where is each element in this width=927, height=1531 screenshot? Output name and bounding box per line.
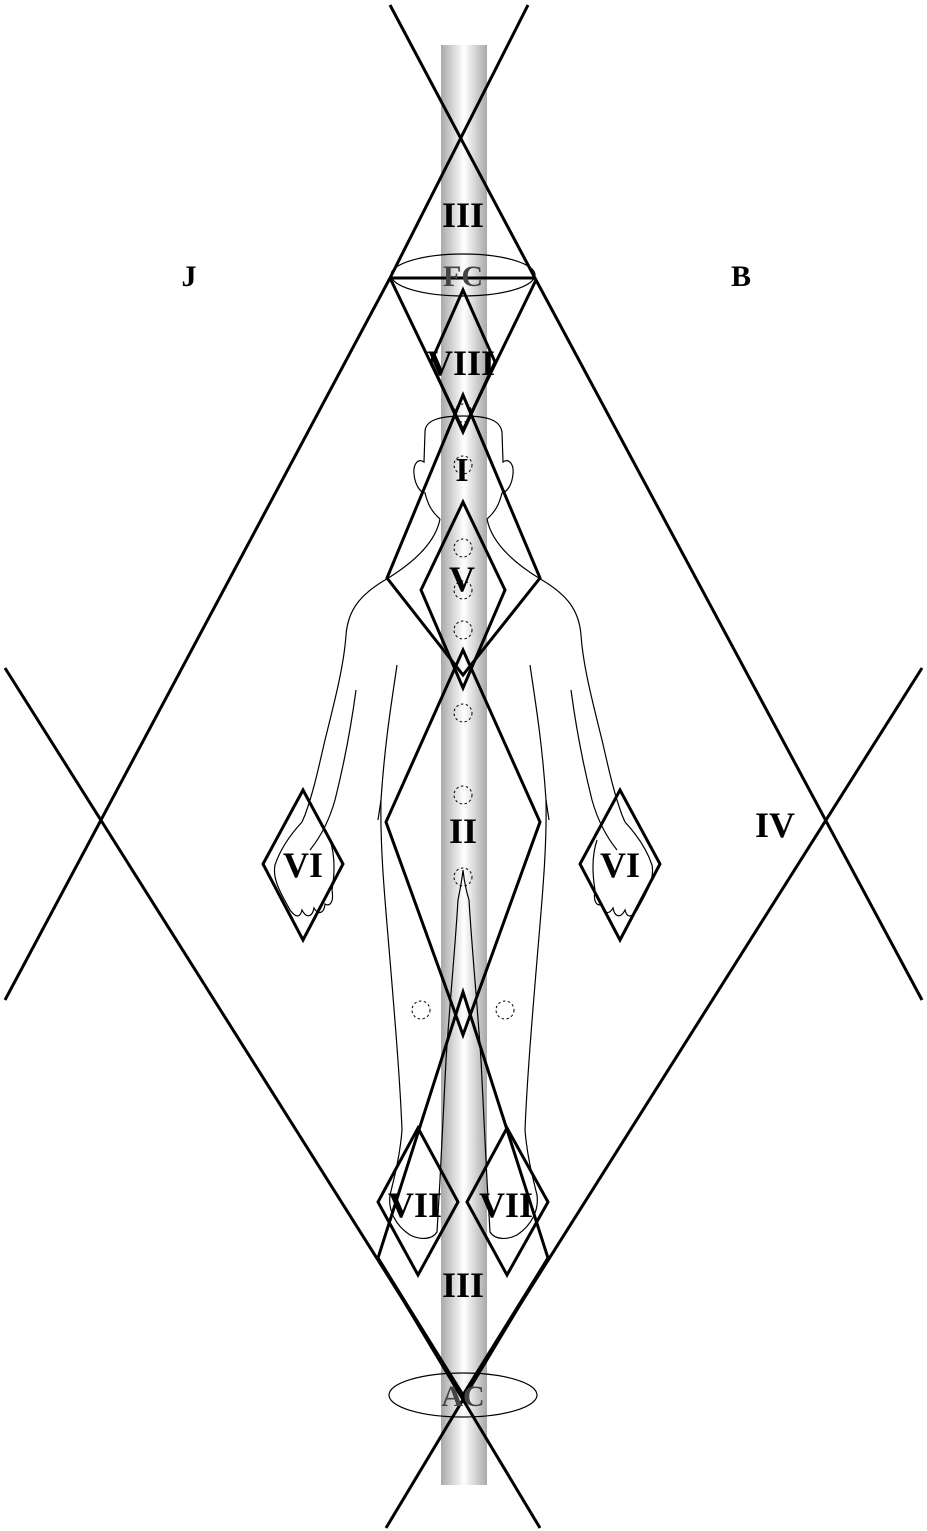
label-left-field: J bbox=[182, 260, 197, 293]
label-top-region: III bbox=[442, 195, 484, 235]
figure-left-forearm bbox=[310, 690, 356, 850]
label-chest: V bbox=[449, 559, 475, 599]
label-left-hand: VI bbox=[283, 845, 323, 885]
label-torso: II bbox=[449, 811, 477, 851]
figure-right-forearm bbox=[571, 690, 617, 850]
figure-right-arm bbox=[487, 519, 625, 822]
label-head: I bbox=[455, 452, 468, 489]
figure-left-arm bbox=[302, 519, 440, 822]
chakra-point bbox=[496, 1001, 514, 1019]
label-left-foot: VII bbox=[388, 1185, 442, 1225]
label-bottom-region: III bbox=[442, 1265, 484, 1305]
label-right-hand: VI bbox=[600, 845, 640, 885]
chakra-point bbox=[412, 1001, 430, 1019]
label-right-side: IV bbox=[755, 805, 795, 845]
label-right-foot: VII bbox=[479, 1185, 533, 1225]
label-ac: AC bbox=[441, 1380, 484, 1413]
label-right-field: B bbox=[731, 260, 751, 293]
label-fc: FC bbox=[443, 260, 483, 293]
label-crown: VIII bbox=[427, 343, 495, 383]
